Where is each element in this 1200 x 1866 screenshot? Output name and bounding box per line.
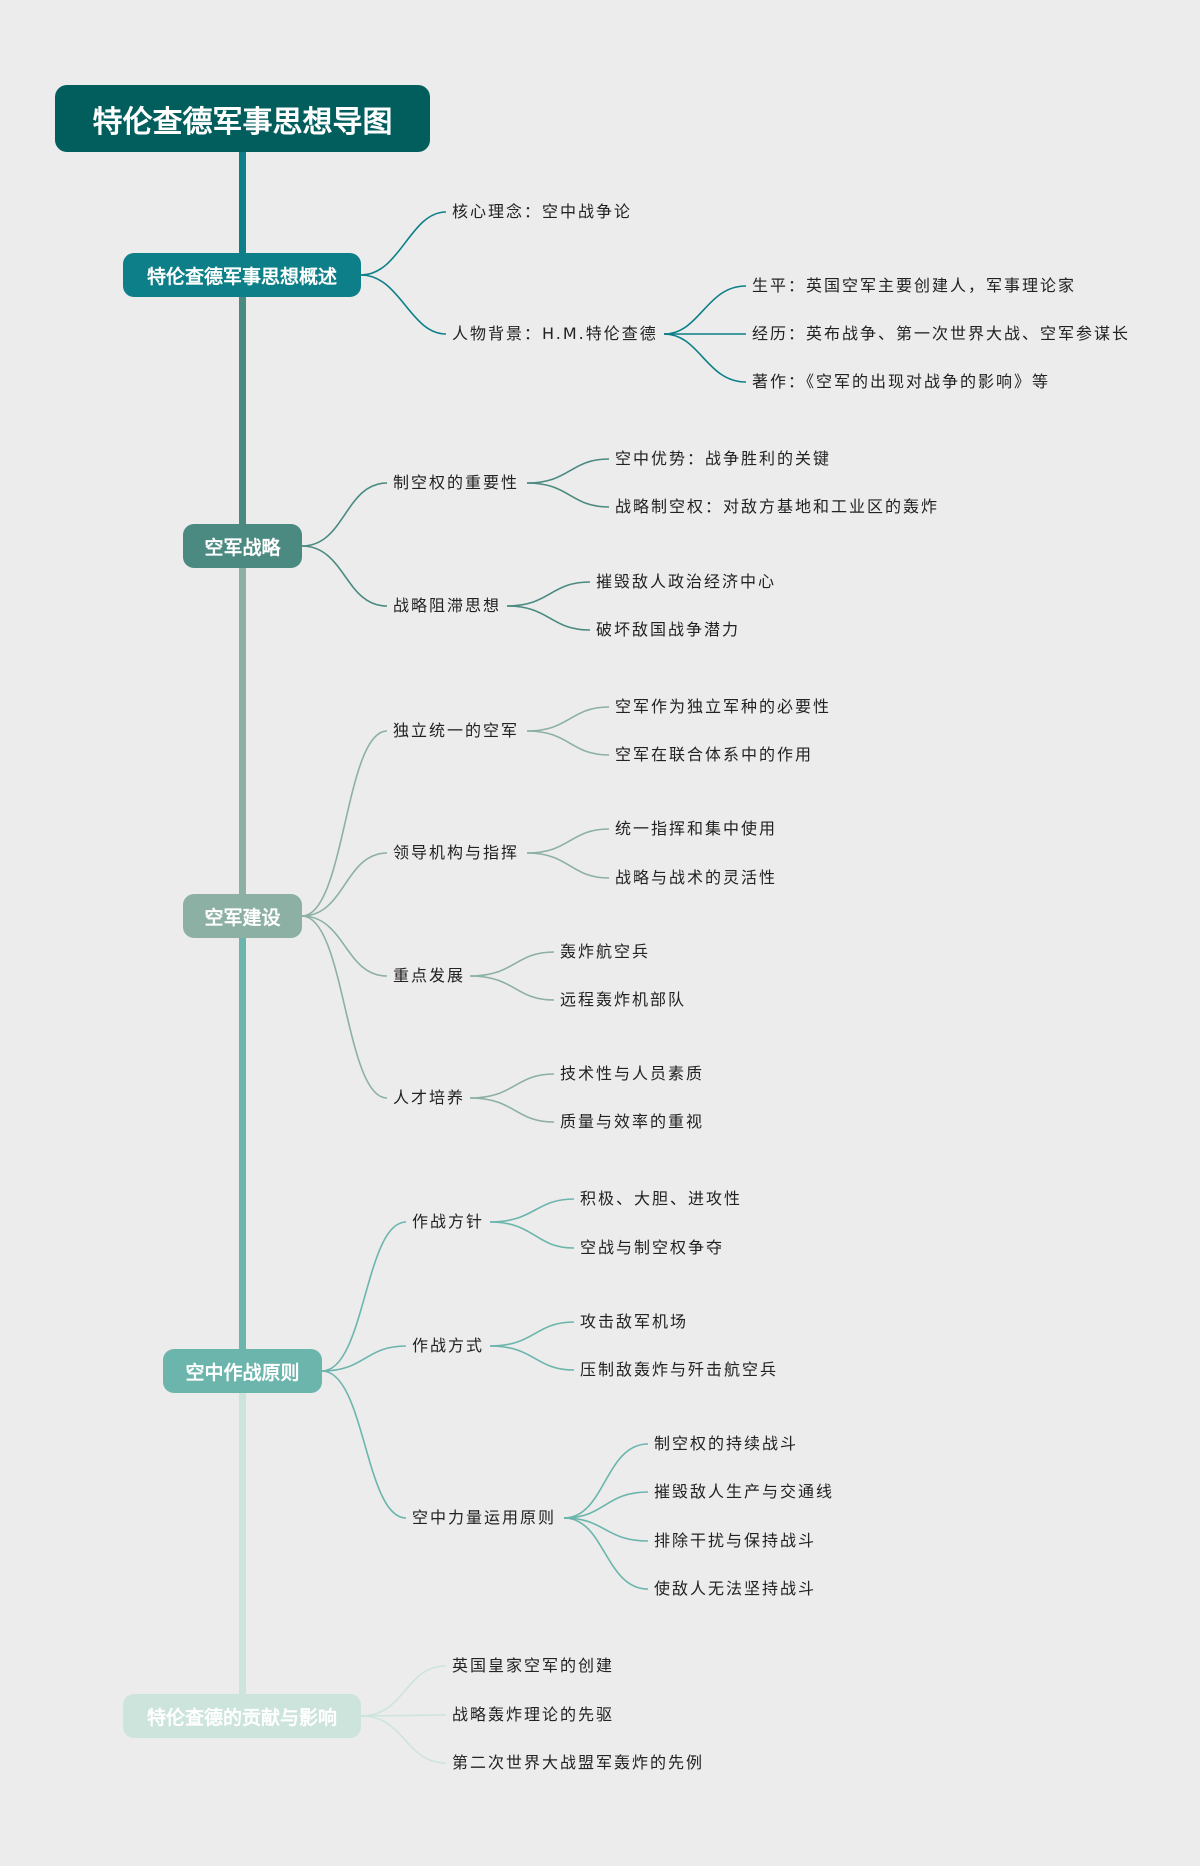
topic-core-concept[interactable]: 核心理念：空中战争论 bbox=[452, 202, 633, 221]
subtopic-strategic-air-control[interactable]: 战略制空权：对敌方基地和工业区的轰炸 bbox=[615, 497, 940, 516]
subtopic-personnel-quality[interactable]: 技术性与人员素质 bbox=[560, 1064, 705, 1083]
subtopic-suppress-aviation[interactable]: 压制敌轰炸与歼击航空兵 bbox=[580, 1360, 779, 1379]
branch-air-combat-principles-node[interactable]: 空中作战原则 bbox=[163, 1349, 322, 1393]
topic-strategic-interdiction[interactable]: 战略阻滞思想 bbox=[393, 596, 502, 615]
topic-independent-air-force[interactable]: 独立统一的空军 bbox=[393, 721, 520, 740]
subtopic-enemy-collapse[interactable]: 使敌人无法坚持战斗 bbox=[654, 1579, 817, 1598]
subtopic-long-range-bombers[interactable]: 远程轰炸机部队 bbox=[560, 990, 687, 1009]
topic-talent[interactable]: 人才培养 bbox=[393, 1088, 466, 1107]
subtopic-destroy-production[interactable]: 摧毁敌人生产与交通线 bbox=[654, 1482, 835, 1501]
topic-ww2-precedent[interactable]: 第二次世界大战盟军轰炸的先例 bbox=[452, 1753, 705, 1772]
branch-contributions-node[interactable]: 特伦查德的贡献与影响 bbox=[123, 1694, 361, 1738]
topic-command[interactable]: 领导机构与指挥 bbox=[393, 843, 520, 862]
subtopic-independent-service[interactable]: 空军作为独立军种的必要性 bbox=[615, 697, 832, 716]
subtopic-attack-airfields[interactable]: 攻击敌军机场 bbox=[580, 1312, 689, 1331]
branch-overview-node[interactable]: 特伦查德军事思想概述 bbox=[123, 253, 361, 297]
subtopic-remove-interference[interactable]: 排除干扰与保持战斗 bbox=[654, 1531, 817, 1550]
subtopic-flexibility[interactable]: 战略与战术的灵活性 bbox=[615, 868, 778, 887]
subtopic-air-superiority[interactable]: 空中优势：战争胜利的关键 bbox=[615, 449, 832, 468]
topic-combat-guideline[interactable]: 作战方针 bbox=[412, 1212, 485, 1231]
topic-key-development[interactable]: 重点发展 bbox=[393, 966, 466, 985]
subtopic-life[interactable]: 生平：英国空军主要创建人，军事理论家 bbox=[752, 276, 1077, 295]
subtopic-air-battle[interactable]: 空战与制空权争夺 bbox=[580, 1238, 725, 1257]
branch-air-strategy-node[interactable]: 空军战略 bbox=[183, 524, 302, 568]
topic-strategic-bombing-pioneer[interactable]: 战略轰炸理论的先驱 bbox=[452, 1705, 615, 1724]
subtopic-continuous-fight[interactable]: 制空权的持续战斗 bbox=[654, 1434, 799, 1453]
subtopic-works[interactable]: 著作：《空军的出现对战争的影响》等 bbox=[752, 372, 1051, 391]
topic-airpower-principles[interactable]: 空中力量运用原则 bbox=[412, 1508, 557, 1527]
root-title-node[interactable]: 特伦查德军事思想导图 bbox=[55, 85, 430, 152]
topic-air-supremacy-importance[interactable]: 制空权的重要性 bbox=[393, 473, 520, 492]
topic-raf-founding[interactable]: 英国皇家空军的创建 bbox=[452, 1656, 615, 1675]
subtopic-unified-command[interactable]: 统一指挥和集中使用 bbox=[615, 819, 778, 838]
subtopic-efficiency[interactable]: 质量与效率的重视 bbox=[560, 1112, 705, 1131]
subtopic-experience[interactable]: 经历：英布战争、第一次世界大战、空军参谋长 bbox=[752, 324, 1131, 343]
branch-air-force-building-node[interactable]: 空军建设 bbox=[183, 894, 302, 938]
subtopic-destroy-centers[interactable]: 摧毁敌人政治经济中心 bbox=[596, 572, 777, 591]
subtopic-bomber-aviation[interactable]: 轰炸航空兵 bbox=[560, 942, 651, 961]
subtopic-war-potential[interactable]: 破坏敌国战争潜力 bbox=[596, 620, 741, 639]
topic-combat-method[interactable]: 作战方式 bbox=[412, 1336, 485, 1355]
subtopic-joint-role[interactable]: 空军在联合体系中的作用 bbox=[615, 745, 814, 764]
subtopic-offensive[interactable]: 积极、大胆、进攻性 bbox=[580, 1189, 743, 1208]
topic-background[interactable]: 人物背景：H.M.特伦查德 bbox=[452, 324, 658, 343]
